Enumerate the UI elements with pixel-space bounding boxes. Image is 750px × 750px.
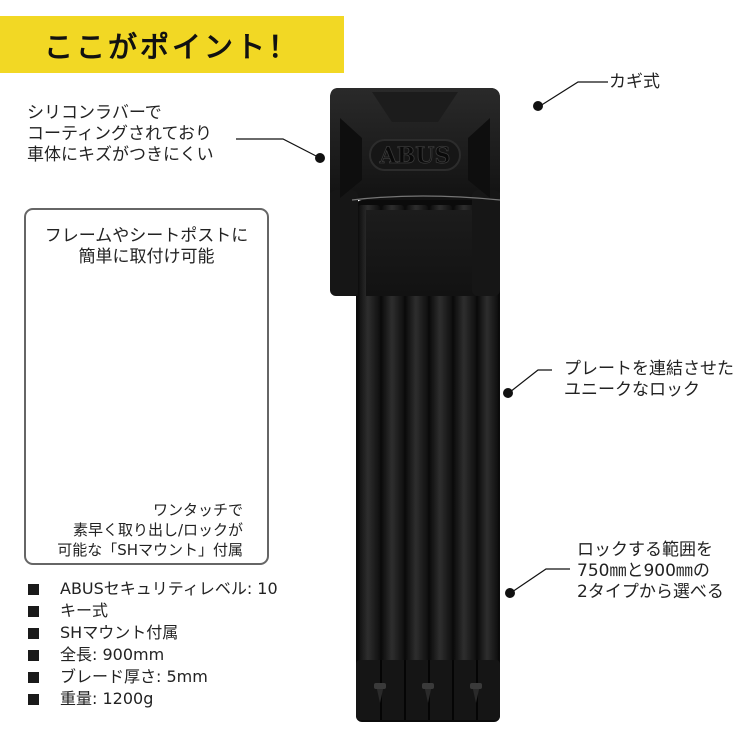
callout-silicone: シリコンラバーで コーティングされており 車体にキズがつきにくい: [27, 103, 214, 166]
mount-caption-line: 素早く取り出し/ロックが: [72, 521, 243, 539]
header-banner: ここがポイント！: [0, 16, 344, 73]
callout-line: ユニークなロック: [564, 380, 700, 400]
spec-label: 全長: 900mm: [60, 645, 165, 664]
callout-key: カギ式: [609, 72, 660, 93]
callout-line: プレートを連結させた: [564, 359, 734, 379]
lock-blades: [356, 200, 500, 722]
mount-caption-line: ワンタッチで: [152, 501, 243, 519]
lock-head: ABUS: [330, 88, 501, 296]
callout-line: 車体にキズがつきにくい: [27, 145, 214, 165]
spec-label: ABUSセキュリティレベル: 10: [60, 579, 278, 598]
square-bullet-icon: [28, 605, 39, 617]
spec-label: ブレード厚さ: 5mm: [60, 667, 208, 686]
callout-line: シリコンラバーで: [27, 103, 162, 123]
callout-line: ロックする範囲を: [577, 540, 713, 560]
abus-logo: ABUS: [379, 143, 451, 169]
spec-item: 全長: 900mm: [28, 644, 278, 666]
mount-caption: ワンタッチで 素早く取り出し/ロックが 可能な「SHマウント」付属: [57, 500, 243, 560]
mount-title: フレームやシートポストに 簡単に取付け可能: [26, 226, 267, 268]
leader-lines: [236, 81, 608, 593]
mount-info-box: フレームやシートポストに 簡単に取付け可能 ワンタッチで 素早く取り出し/ロック…: [24, 208, 269, 565]
callout-range: ロックする範囲を 750㎜と900㎜の 2タイプから選べる: [577, 540, 724, 603]
spec-label: SHマウント付属: [60, 623, 179, 642]
callout-line: 2タイプから選べる: [577, 582, 724, 602]
spec-item: ABUSセキュリティレベル: 10: [28, 578, 278, 600]
square-bullet-icon: [28, 583, 39, 595]
banner-title: ここがポイント！: [43, 29, 300, 64]
square-bullet-icon: [28, 671, 39, 683]
spec-list: ABUSセキュリティレベル: 10 キー式 SHマウント付属 全長: 900mm…: [28, 578, 278, 710]
spec-item: キー式: [28, 600, 278, 622]
callout-line: コーティングされており: [27, 124, 212, 144]
mount-title-line: 簡単に取付け可能: [78, 247, 215, 267]
callout-line: 750㎜と900㎜の: [577, 561, 710, 581]
spec-label: 重量: 1200g: [60, 689, 154, 708]
mount-title-line: フレームやシートポストに: [44, 226, 249, 246]
spec-item: ブレード厚さ: 5mm: [28, 666, 278, 688]
square-bullet-icon: [28, 693, 39, 705]
callout-dots: [315, 101, 543, 598]
spec-item: SHマウント付属: [28, 622, 278, 644]
mount-caption-line: 可能な「SHマウント」付属: [57, 541, 243, 559]
callout-plates: プレートを連結させた ユニークなロック: [564, 359, 734, 401]
callout-line: カギ式: [609, 72, 660, 92]
square-bullet-icon: [28, 649, 39, 661]
square-bullet-icon: [28, 627, 39, 639]
spec-item: 重量: 1200g: [28, 688, 278, 710]
spec-label: キー式: [60, 601, 109, 620]
